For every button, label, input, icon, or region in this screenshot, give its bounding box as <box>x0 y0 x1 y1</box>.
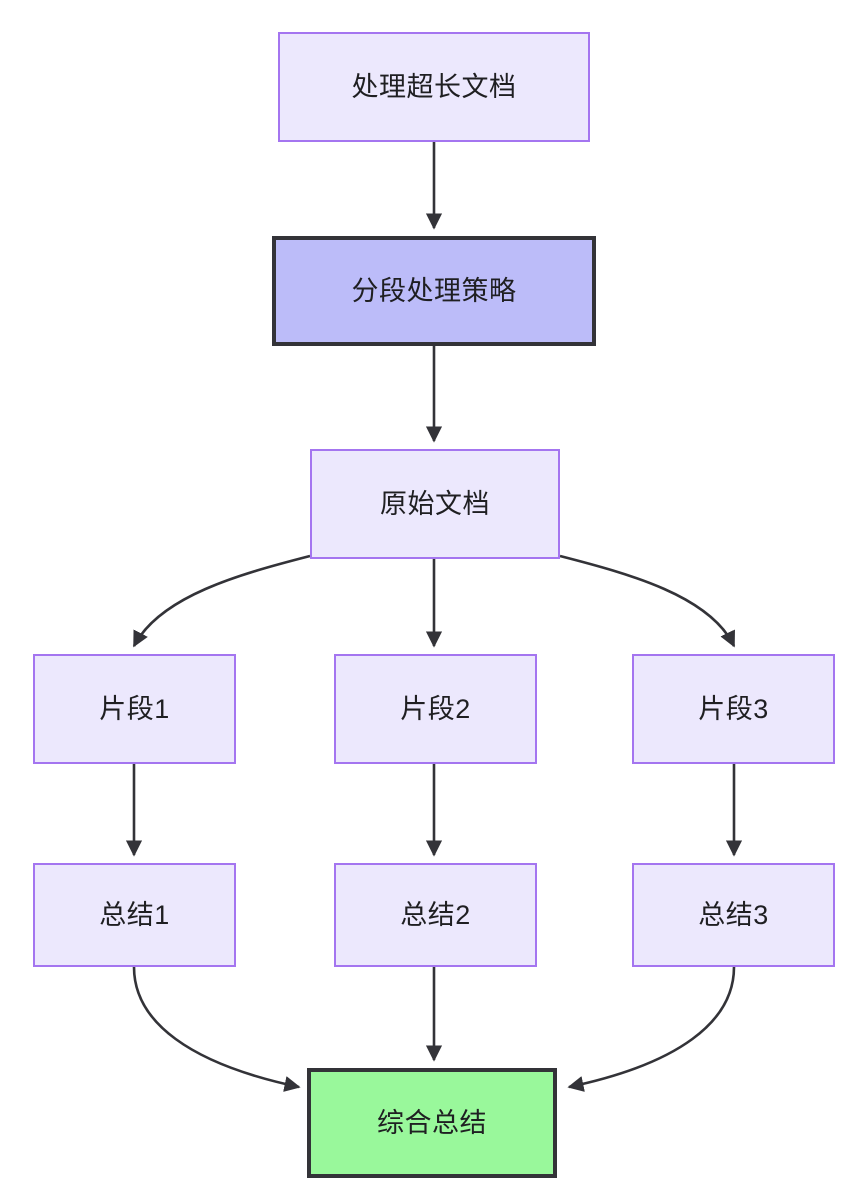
node-chunk1-label: 片段1 <box>99 693 170 724</box>
node-summary3[interactable]: 总结3 <box>632 863 835 967</box>
node-summary2[interactable]: 总结2 <box>334 863 537 967</box>
edge-summary1-to-final <box>132 966 301 1092</box>
node-doc-task-label: 处理超长文档 <box>351 71 517 102</box>
node-chunk2-label: 片段2 <box>400 693 471 724</box>
node-strategy-label: 分段处理策略 <box>351 275 517 306</box>
node-summary3-label: 总结3 <box>698 899 769 930</box>
node-final-summary-label: 综合总结 <box>377 1107 487 1138</box>
node-source-doc-label: 原始文档 <box>380 488 490 519</box>
node-summary1[interactable]: 总结1 <box>33 863 236 967</box>
edge-summary3-to-final <box>567 966 736 1092</box>
node-chunk3[interactable]: 片段3 <box>632 654 835 764</box>
edge-source-doc-to-chunk1 <box>132 554 311 648</box>
node-summary2-label: 总结2 <box>400 899 471 930</box>
node-doc-task[interactable]: 处理超长文档 <box>278 32 590 142</box>
edge-source-doc-to-chunk3 <box>559 554 736 648</box>
node-final-summary[interactable]: 综合总结 <box>307 1068 557 1178</box>
node-summary1-label: 总结1 <box>99 899 170 930</box>
node-chunk3-label: 片段3 <box>698 693 769 724</box>
node-chunk1[interactable]: 片段1 <box>33 654 236 764</box>
node-strategy[interactable]: 分段处理策略 <box>272 236 596 346</box>
node-source-doc[interactable]: 原始文档 <box>310 449 560 559</box>
node-chunk2[interactable]: 片段2 <box>334 654 537 764</box>
